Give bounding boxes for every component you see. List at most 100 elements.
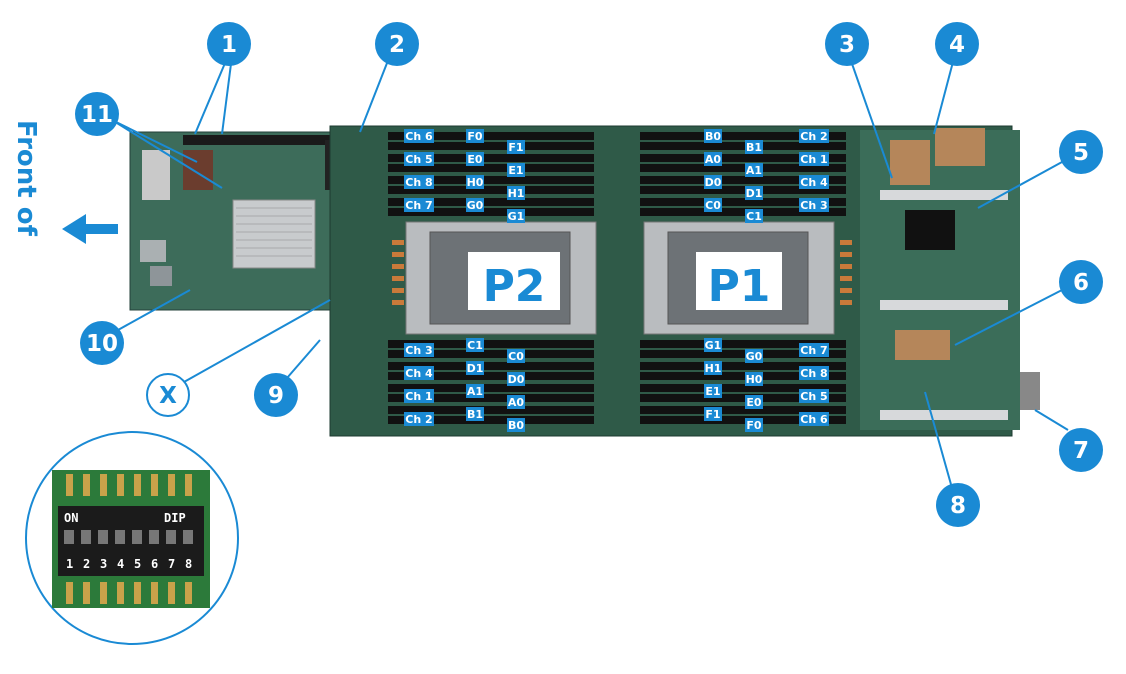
- dimm-label: D1: [466, 361, 484, 375]
- channel-label: Ch 7: [799, 343, 829, 357]
- dip-toggle: [183, 530, 193, 544]
- dimm-slots: [388, 132, 846, 424]
- dimm-label: F0: [745, 418, 763, 432]
- svg-text:E1: E1: [508, 164, 523, 177]
- svg-text:E0: E0: [467, 153, 483, 166]
- callout-leaders: [111, 55, 1069, 489]
- callout-3: 3: [825, 22, 869, 66]
- svg-text:F1: F1: [508, 141, 523, 154]
- svg-text:E0: E0: [746, 396, 762, 409]
- dip-number: 4: [117, 557, 124, 571]
- dimm-label: C1: [466, 338, 484, 352]
- svg-text:C1: C1: [746, 210, 762, 223]
- dimm-label: C0: [704, 198, 722, 212]
- channel-label: Ch 1: [799, 152, 829, 166]
- svg-text:B0: B0: [705, 130, 721, 143]
- svg-text:6: 6: [1073, 270, 1089, 296]
- callout-4: 4: [935, 22, 979, 66]
- svg-text:F0: F0: [746, 419, 762, 432]
- callout-7: 7: [1059, 428, 1103, 472]
- svg-text:G0: G0: [467, 199, 484, 212]
- dimm-label: B0: [507, 418, 525, 432]
- svg-text:H1: H1: [705, 362, 722, 375]
- svg-text:9: 9: [268, 383, 284, 409]
- svg-text:A0: A0: [705, 153, 722, 166]
- dimm-label: G1: [704, 338, 722, 352]
- channel-label: Ch 8: [404, 175, 434, 189]
- dimm-label: A0: [507, 395, 525, 409]
- front-of-server-label: Front of server: [11, 120, 41, 236]
- svg-text:C0: C0: [705, 199, 721, 212]
- channel-label: Ch 3: [404, 343, 434, 357]
- channel-label: Ch 7: [404, 198, 434, 212]
- svg-text:10: 10: [86, 331, 118, 357]
- svg-text:A1: A1: [746, 164, 762, 177]
- channel-label: Ch 6: [799, 412, 829, 426]
- svg-text:Ch 7: Ch 7: [800, 344, 827, 357]
- svg-text:Ch 2: Ch 2: [405, 413, 432, 426]
- channel-label: Ch 6: [404, 129, 434, 143]
- front-arrow-icon: [62, 214, 118, 244]
- dimm-label: A0: [704, 152, 722, 166]
- dimm-label: E0: [466, 152, 484, 166]
- dimm-label: D1: [745, 186, 763, 200]
- dimm-label: H1: [704, 361, 722, 375]
- dip-toggle: [115, 530, 125, 544]
- dimm-label: B1: [745, 140, 763, 154]
- svg-text:4: 4: [949, 32, 965, 58]
- callout-11: 11: [75, 92, 119, 136]
- dimm-label: A1: [466, 384, 484, 398]
- cpu-socket-p1: P1: [643, 221, 835, 335]
- dimm-label: E1: [704, 384, 722, 398]
- svg-text:Ch 3: Ch 3: [800, 199, 827, 212]
- channel-label: Ch 5: [799, 389, 829, 403]
- svg-text:Ch 7: Ch 7: [405, 199, 432, 212]
- dimm-label: H0: [466, 175, 484, 189]
- dip-toggle: [132, 530, 142, 544]
- dimm-label: F1: [507, 140, 525, 154]
- dimm-label: H0: [745, 372, 763, 386]
- svg-text:D0: D0: [705, 176, 722, 189]
- svg-text:Ch 6: Ch 6: [800, 413, 828, 426]
- svg-text:Ch 1: Ch 1: [800, 153, 827, 166]
- dip-on-label: ON: [64, 511, 78, 525]
- svg-text:11: 11: [81, 102, 113, 128]
- dip-number: 1: [66, 557, 73, 571]
- dimm-labels: F0 E0 H0 G0 F1 E1 H1 G1 B0 A0 D0 C0 B1 A…: [466, 129, 763, 432]
- svg-text:G1: G1: [705, 339, 722, 352]
- callout-8: 8: [936, 483, 980, 527]
- svg-text:3: 3: [839, 32, 855, 58]
- callout-x: X: [146, 373, 190, 417]
- dimm-label: G0: [466, 198, 484, 212]
- channel-label: Ch 8: [799, 366, 829, 380]
- svg-text:H0: H0: [467, 176, 484, 189]
- svg-text:A1: A1: [467, 385, 483, 398]
- svg-text:F1: F1: [705, 408, 720, 421]
- channel-label: Ch 5: [404, 152, 434, 166]
- dip-number: 5: [134, 557, 141, 571]
- dip-toggle: [166, 530, 176, 544]
- dimm-label: C0: [507, 349, 525, 363]
- dip-number: 6: [151, 557, 158, 571]
- svg-text:C1: C1: [467, 339, 483, 352]
- dimm-label: G1: [507, 209, 525, 223]
- svg-text:H0: H0: [746, 373, 763, 386]
- svg-text:A0: A0: [508, 396, 525, 409]
- dip-number: 3: [100, 557, 107, 571]
- callout-5: 5: [1059, 130, 1103, 174]
- dimm-label: D0: [704, 175, 722, 189]
- dimm-label: F0: [466, 129, 484, 143]
- svg-text:D1: D1: [467, 362, 484, 375]
- dip-dip-label: DIP: [164, 511, 186, 525]
- cpu-label-p2: P2: [483, 261, 546, 312]
- channel-label: Ch 3: [799, 198, 829, 212]
- svg-text:G0: G0: [746, 350, 763, 363]
- svg-text:Ch 4: Ch 4: [800, 176, 828, 189]
- channel-label: Ch 2: [404, 412, 434, 426]
- dimm-label: F1: [704, 407, 722, 421]
- svg-text:Ch 5: Ch 5: [405, 153, 432, 166]
- svg-text:1: 1: [221, 32, 237, 58]
- dip-toggle: [81, 530, 91, 544]
- svg-text:C0: C0: [508, 350, 524, 363]
